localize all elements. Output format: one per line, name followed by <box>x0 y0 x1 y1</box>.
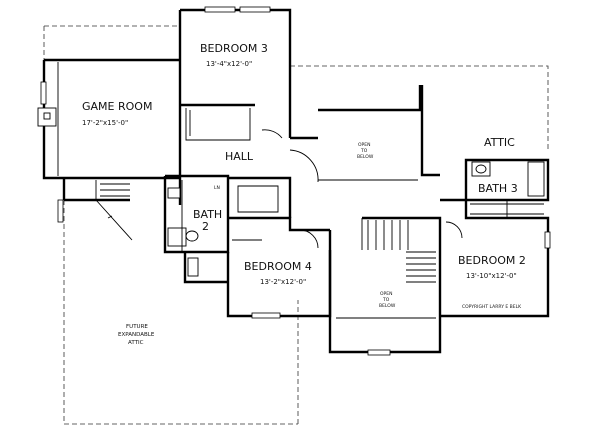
bedroom-3: BEDROOM 3 13'-4"x12'-0" <box>178 6 292 178</box>
bath2-toilet-bowl <box>185 230 199 242</box>
open-below-2-line3: BELOW <box>379 303 396 309</box>
hall-label: HALL <box>225 150 254 163</box>
bedroom3-dims: 13'-4"x12'-0" <box>206 60 252 68</box>
open-to-below-2: OPEN TO BELOW <box>328 216 442 356</box>
bedroom4-dims: 13'-2"x12'-0" <box>260 278 306 286</box>
future-attic-line3: ATTIC <box>128 340 144 346</box>
bedroom4-label: BEDROOM 4 <box>244 260 312 273</box>
bath2-label: BATH <box>193 208 222 221</box>
bedroom3-window <box>204 6 236 13</box>
future-attic: FUTURE EXPANDABLE ATTIC <box>118 324 155 346</box>
game-room-label: GAME ROOM <box>82 100 152 113</box>
game-room: GAME ROOM 17'-2"x15'-0" <box>37 58 180 180</box>
attic-outline <box>43 25 549 425</box>
bath-3: ATTIC BATH 3 <box>420 85 550 202</box>
vanity <box>187 257 199 277</box>
bath-2: BATH 2 LN <box>163 174 230 284</box>
game-room-window <box>40 81 47 105</box>
hall: HALL OPEN TO BELOW <box>178 85 422 205</box>
bedroom2-dims: 13'-10"x12'-0" <box>466 272 517 280</box>
game-room-dims: 17'-2"x15'-0" <box>82 119 128 127</box>
bath2-toilet <box>167 227 187 247</box>
copyright: COPYRIGHT LARRY E BELK <box>462 304 522 310</box>
bath3-label: BATH 3 <box>478 182 518 195</box>
closet-hall <box>228 176 292 218</box>
bedroom-4: BEDROOM 4 13'-2"x12'-0" <box>226 216 332 319</box>
open-below-1-line2: TO <box>360 148 368 154</box>
future-attic-line2: EXPANDABLE <box>118 332 155 338</box>
bedroom3-label: BEDROOM 3 <box>200 42 268 55</box>
bedroom-2: BEDROOM 2 13'-10"x12'-0" COPYRIGHT LARRY… <box>440 198 551 318</box>
bath3-tub <box>527 161 545 197</box>
future-attic-line1: FUTURE <box>126 324 148 330</box>
open-below-1-line3: BELOW <box>357 154 374 160</box>
bath2-number: 2 <box>202 220 209 233</box>
stair-window <box>57 199 64 223</box>
bedroom2-label: BEDROOM 2 <box>458 254 526 267</box>
stair <box>57 178 133 241</box>
open-below-1-line1: OPEN <box>358 142 370 148</box>
bedroom2-window <box>544 231 551 249</box>
bath3-sink-bowl <box>475 164 487 174</box>
open-below-window <box>367 349 391 356</box>
attic-label: ATTIC <box>484 136 515 149</box>
linen-label: LN <box>214 185 220 191</box>
bedroom4-window <box>251 312 281 319</box>
chimney-flue <box>43 112 51 120</box>
open-below-2-line2: TO <box>382 297 390 303</box>
bath2-sink <box>167 187 181 199</box>
bedroom3-window-2 <box>239 6 271 13</box>
open-below-2-line1: OPEN <box>380 291 392 297</box>
